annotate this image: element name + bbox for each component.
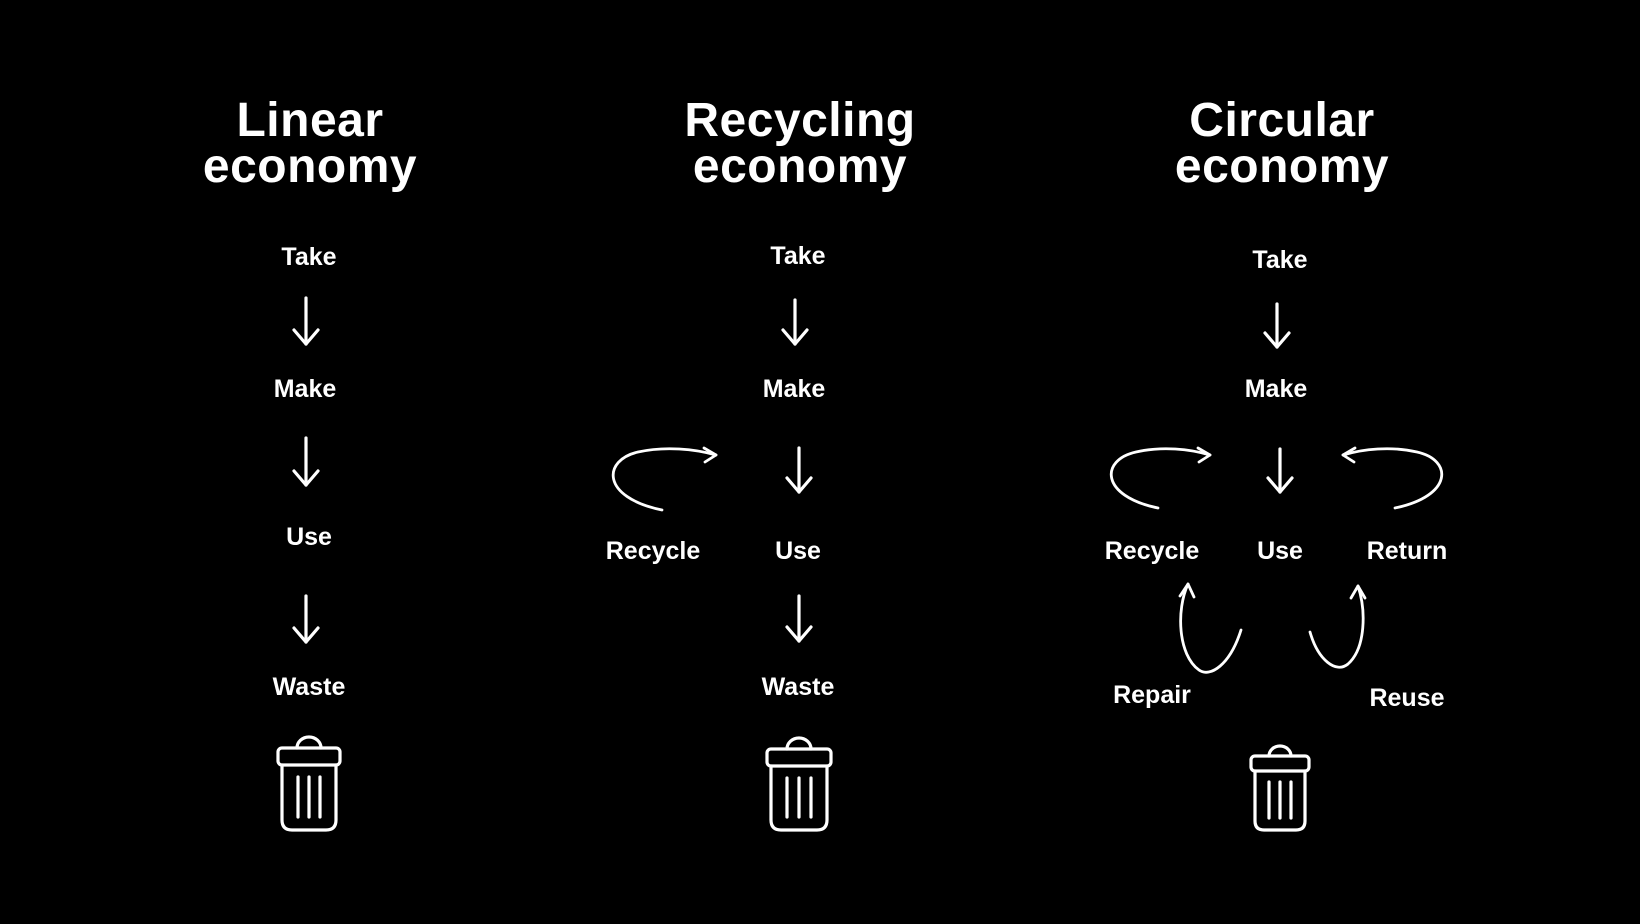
recycling-title-line1: Recycling [684,94,916,147]
circular-return-label: Return [1366,537,1448,565]
trash-can-icon [276,735,342,832]
curved-arrow-icon [1341,446,1444,510]
circular-make-label: Make [1244,375,1308,403]
arrow-down-icon [781,298,809,346]
curved-arrow-icon [1308,584,1367,669]
curved-arrow-icon [1178,582,1243,674]
trash-can-icon [1249,744,1311,832]
circular-title-line2: economy [1174,140,1390,193]
curved-arrow-icon [611,446,718,512]
circular-recycle-label: Recycle [1104,537,1200,565]
recycling-make-label: Make [762,375,826,403]
circular-use-label: Use [1257,537,1303,565]
arrow-down-icon [785,446,813,494]
recycling-waste-label: Waste [761,673,835,701]
linear-take-label: Take [281,243,337,271]
linear-make-label: Make [273,375,337,403]
arrow-down-icon [1263,302,1291,349]
arrow-down-icon [1266,447,1294,494]
linear-waste-label: Waste [272,673,346,701]
recycling-use-label: Use [775,537,821,565]
recycling-take-label: Take [770,242,826,270]
circular-title-line1: Circular [1189,94,1375,147]
linear-title-line2: economy [202,140,418,193]
trash-can-icon [765,736,833,832]
arrow-down-icon [292,594,320,644]
arrow-down-icon [292,436,320,487]
recycling-recycle-label: Recycle [605,537,701,565]
arrow-down-icon [785,594,813,643]
recycling-title-line2: economy [692,140,908,193]
circular-economy-title: Circular economy [1122,94,1442,193]
circular-reuse-label: Reuse [1369,684,1445,712]
linear-economy-title: Linear economy [150,94,470,193]
recycling-economy-title: Recycling economy [640,94,960,193]
circular-take-label: Take [1252,246,1308,274]
curved-arrow-icon [1109,446,1212,510]
linear-title-line1: Linear [236,94,384,147]
arrow-down-icon [292,296,320,346]
circular-repair-label: Repair [1113,681,1191,709]
linear-use-label: Use [286,523,332,551]
